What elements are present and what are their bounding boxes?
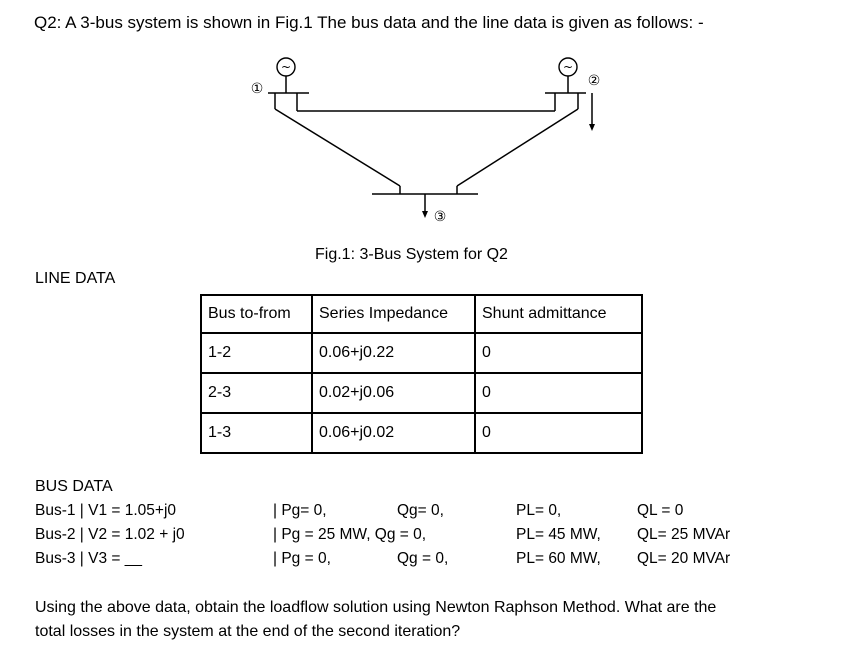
cell-admittance: 0 [474,332,643,374]
bus-2-ql: QL= 25 MVAr [637,526,731,543]
instruction-line-2: total losses in the system at the end of… [35,623,461,640]
generator-1-icon [276,57,296,77]
header-bus-to-from: Bus to-from [200,294,313,334]
cell-impedance: 0.02+j0.06 [311,372,476,414]
bus-3-voltage: Bus-3 | V3 = __ [35,550,142,567]
bus-2-label: ② [588,73,601,89]
table-header-row: Bus to-from Series Impedance Shunt admit… [200,294,643,334]
generator-2-icon [558,57,578,77]
line-2-3 [456,108,579,187]
generator-1-symbol: ~ [281,60,291,74]
bus-3-pl: PL= 60 MW, [516,550,601,567]
table-row: 2-3 0.02+j0.06 0 [200,372,643,414]
bus-1-ql: QL = 0 [637,502,684,519]
bus-2-voltage: Bus-2 | V2 = 1.02 + j0 [35,526,185,543]
line-data-table: Bus to-from Series Impedance Shunt admit… [200,294,643,454]
bus-3-pg: | Pg = 0, [273,550,331,567]
bus-1-pl: PL= 0, [516,502,562,519]
bus-3-qg: Qg = 0, [397,550,449,567]
cell-impedance: 0.06+j0.22 [311,332,476,374]
cell-bus: 2-3 [200,372,313,414]
cell-bus: 1-2 [200,332,313,374]
bus-1-voltage: Bus-1 | V1 = 1.05+j0 [35,502,177,519]
line-data-heading: LINE DATA [35,270,116,287]
cell-admittance: 0 [474,412,643,454]
header-shunt-admittance: Shunt admittance [474,294,643,334]
bus-3-ql: QL= 20 MVAr [637,550,731,567]
header-series-impedance: Series Impedance [311,294,476,334]
instruction-line-1: Using the above data, obtain the loadflo… [35,599,717,616]
bus-2-pl: PL= 45 MW, [516,526,601,543]
figure-caption: Fig.1: 3-Bus System for Q2 [315,246,508,263]
cell-bus: 1-3 [200,412,313,454]
line-1-3 [274,108,401,187]
generator-2-symbol: ~ [563,60,573,74]
cell-impedance: 0.06+j0.02 [311,412,476,454]
bus-1-pg: | Pg= 0, [273,502,327,519]
bus-3-label: ③ [434,209,447,225]
bus-data-heading: BUS DATA [35,478,113,495]
bus-1-label: ① [251,81,264,97]
table-row: 1-2 0.06+j0.22 0 [200,332,643,374]
load-3-arrow [422,211,428,218]
load-2-arrow [589,124,595,131]
bus-2-pg-qg: | Pg = 25 MW, Qg = 0, [273,526,427,543]
cell-admittance: 0 [474,372,643,414]
bus-1-qg: Qg= 0, [397,502,444,519]
table-row: 1-3 0.06+j0.02 0 [200,412,643,454]
question-text: Q2: A 3-bus system is shown in Fig.1 The… [34,13,704,32]
